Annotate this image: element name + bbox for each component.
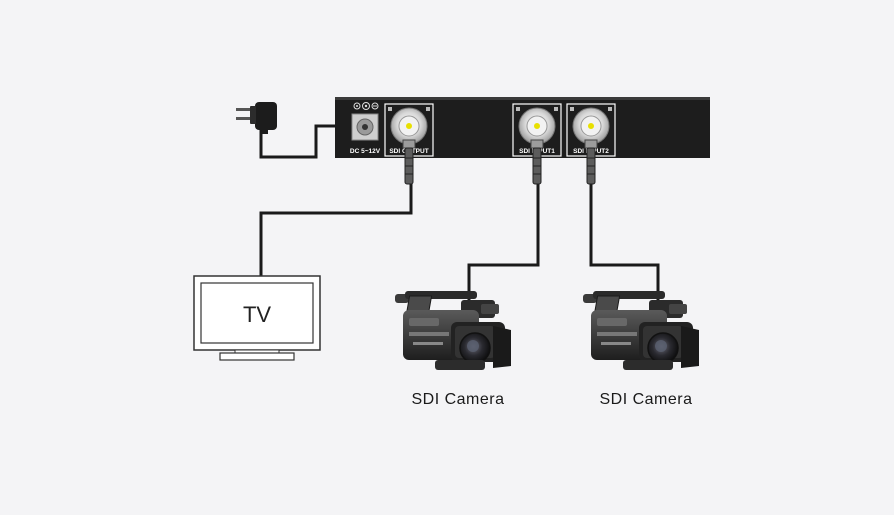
tv-icon: TV — [193, 275, 321, 361]
camera1-cable — [467, 182, 540, 302]
power-adapter-icon — [236, 102, 277, 134]
power-label: DC 5~12V — [350, 148, 381, 155]
camera2-cable — [589, 182, 660, 302]
dc-power-jack-icon — [351, 102, 379, 141]
bnc-plug-input1 — [530, 139, 544, 185]
video-camera-icon — [583, 291, 699, 370]
bnc-plug-output — [402, 139, 416, 185]
power-cable — [259, 124, 335, 159]
bnc-plug-input2 — [584, 139, 598, 185]
sdi-splitter-device: DC 5~12V SDI OUTPUT SDI INPUT1 — [335, 97, 710, 158]
camera2-label: SDI Camera — [599, 391, 692, 408]
video-camera-icon — [395, 291, 511, 370]
camera1-label: SDI Camera — [411, 391, 504, 408]
tv-cable — [259, 182, 413, 276]
tv-label: TV — [243, 302, 271, 327]
cables — [259, 124, 660, 302]
